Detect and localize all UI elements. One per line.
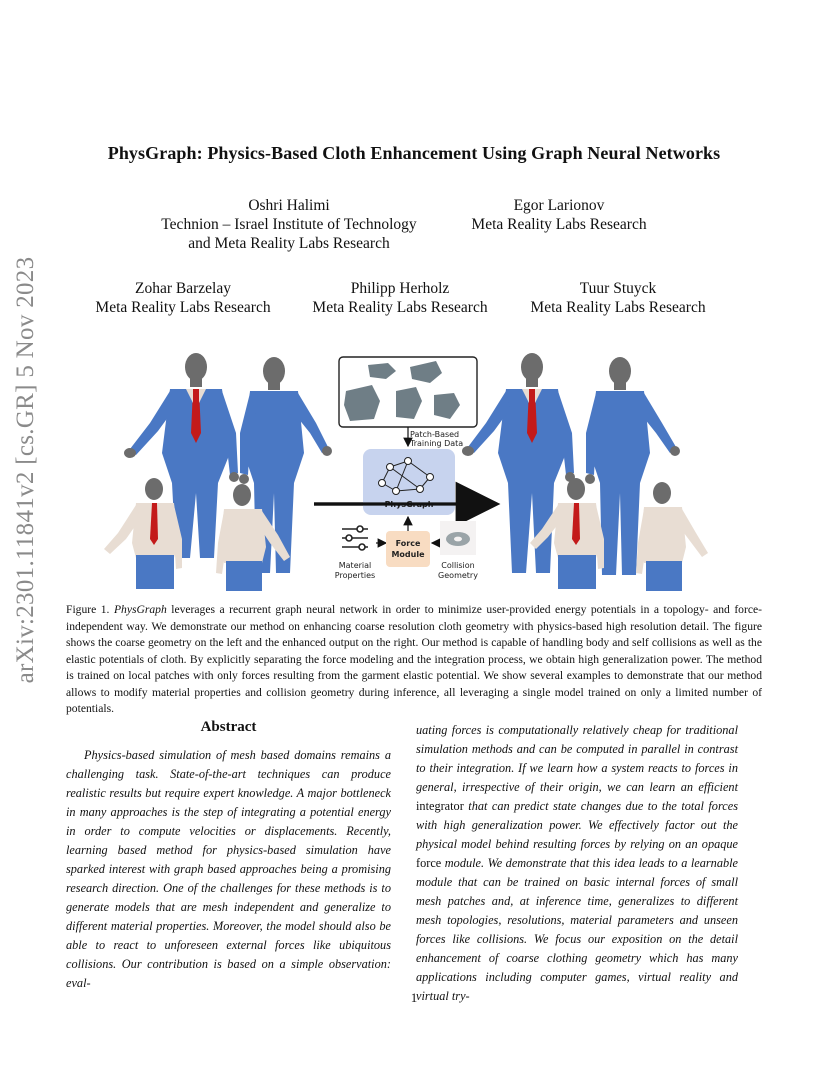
page-number: 1 xyxy=(410,990,418,1005)
author-block-larionov: Egor Larionov Meta Reality Labs Research xyxy=(460,196,658,234)
author-name: Zohar Barzelay xyxy=(135,280,231,297)
abstract-right-part2: that can predict state changes due to th… xyxy=(416,799,738,851)
coarse-suit-front-figure xyxy=(124,353,239,558)
author-affiliation: Meta Reality Labs Research xyxy=(530,299,706,316)
coarse-shirt-front-figure xyxy=(104,478,182,589)
abstract-left-text: Physics-based simulation of mesh based d… xyxy=(66,748,391,990)
abstract-right-text: uating forces is computationally relativ… xyxy=(416,721,738,1006)
patch-training-data-box xyxy=(338,356,478,428)
material-label-line2: Properties xyxy=(335,571,375,580)
force-label-line2: Module xyxy=(391,550,425,559)
caption-lead: PhysGraph xyxy=(113,603,167,616)
author-block-barzelay: Zohar Barzelay Meta Reality Labs Researc… xyxy=(84,279,282,317)
author-affiliation: Meta Reality Labs Research xyxy=(95,299,271,316)
collision-label-line2: Geometry xyxy=(438,571,478,580)
author-affiliation: Technion – Israel Institute of Technolog… xyxy=(161,216,417,233)
author-affiliation: Meta Reality Labs Research xyxy=(471,216,647,233)
author-name: Oshri Halimi xyxy=(248,197,330,214)
abstract-heading: Abstract xyxy=(200,719,257,735)
material-label-line1: Material xyxy=(339,561,372,570)
caption-label: Figure 1. xyxy=(66,603,110,616)
enhanced-shirt-front-figure xyxy=(530,478,604,589)
material-properties-icon xyxy=(338,521,372,555)
caption-text: leverages a recurrent graph neural netwo… xyxy=(66,603,762,715)
patch-label-line1: Patch-Based xyxy=(410,430,459,439)
abstract-right-column: uating forces is computationally relativ… xyxy=(416,721,738,1006)
author-name: Egor Larionov xyxy=(513,197,605,214)
author-affiliation: and Meta Reality Labs Research xyxy=(188,235,390,252)
author-name: Tuur Stuyck xyxy=(579,280,657,297)
enhanced-shirt-back-figure xyxy=(636,482,708,591)
abstract-left-column: Physics-based simulation of mesh based d… xyxy=(66,746,391,993)
figure-caption: Figure 1. PhysGraph leverages a recurren… xyxy=(66,602,762,718)
author-block-stuyck: Tuur Stuyck Meta Reality Labs Research xyxy=(519,279,717,317)
force-label-line1: Force xyxy=(396,539,421,548)
abstract-right-part1: uating forces is computationally relativ… xyxy=(416,723,738,794)
enhanced-suit-back-figure xyxy=(585,357,680,575)
arxiv-stamp: arXiv:2301.11841v2 [cs.GR] 5 Nov 2023 xyxy=(6,170,46,770)
coarse-shirt-back-figure xyxy=(216,484,290,591)
author-block-halimi: Oshri Halimi Technion – Israel Institute… xyxy=(150,196,428,253)
abstract-right-part3: module. We demonstrate that this idea le… xyxy=(416,856,738,1003)
arxiv-id: arXiv:2301.11841v2 [cs.GR] 5 Nov 2023 xyxy=(12,256,39,684)
force-module-box: Force Module xyxy=(386,531,430,567)
author-block-herholz: Philipp Herholz Meta Reality Labs Resear… xyxy=(301,279,499,317)
collision-label-line1: Collision xyxy=(441,561,475,570)
author-name: Philipp Herholz xyxy=(350,280,450,297)
paper-title: PhysGraph: Physics-Based Cloth Enhanceme… xyxy=(107,143,721,163)
patch-label-line2: Training Data xyxy=(409,439,463,448)
teaser-figure: Patch-Based Training Data PhysGraph Mate… xyxy=(90,343,740,593)
collision-geometry-icon xyxy=(440,521,476,555)
abstract-right-force: force xyxy=(416,856,442,870)
abstract-right-integrator: integrator xyxy=(416,799,464,813)
author-affiliation: Meta Reality Labs Research xyxy=(312,299,488,316)
